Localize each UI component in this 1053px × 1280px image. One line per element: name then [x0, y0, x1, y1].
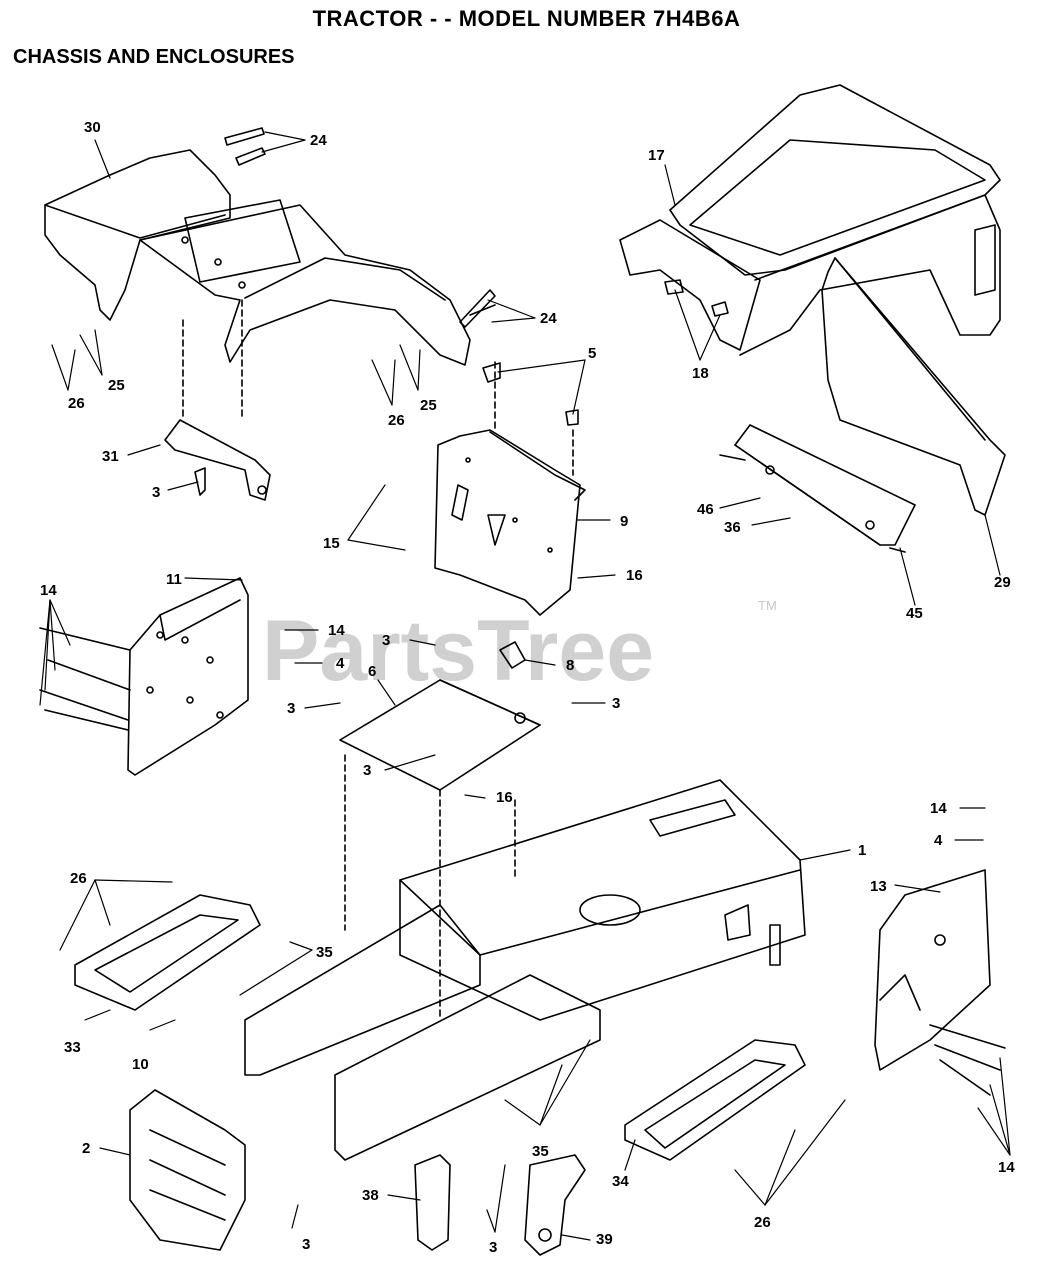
callout-14-right-top: 14 — [930, 800, 947, 817]
callout-26-footrest-left: 26 — [70, 870, 87, 887]
callout-11: 11 — [166, 571, 182, 588]
callout-38: 38 — [362, 1187, 379, 1204]
callout-5: 5 — [588, 345, 596, 362]
callout-39: 39 — [596, 1231, 613, 1248]
part-dash-panel-29 — [821, 257, 1006, 516]
part-bracket-2 — [129, 1089, 246, 1251]
callout-8: 8 — [566, 657, 574, 674]
callout-14-mid: 14 — [328, 622, 345, 639]
callout-14-left: 14 — [40, 582, 57, 599]
callout-13: 13 — [870, 878, 887, 895]
callout-16-a: 16 — [626, 567, 643, 584]
watermark-text: PartsTree — [262, 603, 654, 699]
part-panel-11 — [39, 577, 249, 776]
callout-1: 1 — [858, 842, 866, 859]
part-bracket-38 — [414, 1154, 451, 1251]
callout-10: 10 — [132, 1056, 149, 1073]
callout-18: 18 — [692, 365, 709, 382]
part-rear-fender — [44, 149, 471, 421]
callout-33: 33 — [64, 1039, 81, 1056]
callout-3-a: 3 — [152, 484, 160, 501]
callout-26-mid: 26 — [388, 412, 405, 429]
callout-45: 45 — [906, 605, 923, 622]
callout-34: 34 — [612, 1173, 629, 1190]
callout-3-d: 3 — [612, 695, 620, 712]
diagram-title: TRACTOR - - MODEL NUMBER 7H4B6A — [312, 6, 741, 31]
callout-2: 2 — [82, 1140, 90, 1157]
part-bracket-45 — [719, 424, 916, 553]
callout-15: 15 — [323, 535, 340, 552]
part-footrest-34 — [624, 1039, 806, 1161]
part-bracket-39 — [524, 1154, 586, 1256]
leader-lines — [39, 131, 1011, 1241]
callout-24-mid: 24 — [540, 310, 557, 327]
callout-14-right-bottom: 14 — [998, 1159, 1015, 1176]
callout-35-a: 35 — [316, 944, 333, 961]
part-footrest-33 — [74, 894, 261, 1011]
callout-4-b: 4 — [934, 832, 943, 849]
watermark-trademark: TM — [758, 598, 777, 613]
callout-9: 9 — [620, 513, 628, 530]
callout-29: 29 — [994, 574, 1011, 591]
diagram-subtitle: CHASSIS AND ENCLOSURES — [13, 46, 295, 68]
callout-26-left: 26 — [68, 395, 85, 412]
callout-6: 6 — [368, 663, 376, 680]
part-frame-1 — [244, 754, 806, 1161]
callout-3-b: 3 — [382, 632, 390, 649]
callout-35-b: 35 — [532, 1143, 549, 1160]
callout-31: 31 — [102, 448, 119, 465]
part-bracket-31 — [164, 419, 271, 501]
callout-24-top: 24 — [310, 132, 327, 149]
callout-3-c: 3 — [287, 700, 295, 717]
callout-25-mid: 25 — [420, 397, 437, 414]
callout-3-e: 3 — [363, 762, 371, 779]
callout-36: 36 — [724, 519, 741, 536]
callout-3-f: 3 — [302, 1236, 310, 1253]
callout-46: 46 — [697, 501, 714, 518]
callout-17: 17 — [648, 147, 665, 164]
part-hood-17 — [619, 84, 1001, 356]
part-screws-24 — [224, 127, 496, 328]
callout-25-left: 25 — [108, 377, 125, 394]
callout-3-g: 3 — [489, 1239, 497, 1256]
part-panel-13 — [874, 869, 1006, 1096]
part-plate-6 — [339, 679, 541, 791]
callout-4-a: 4 — [336, 655, 345, 672]
callout-30: 30 — [84, 119, 101, 136]
callout-26-footrest-right: 26 — [754, 1214, 771, 1231]
callout-16-b: 16 — [496, 789, 513, 806]
part-support-9 — [434, 361, 586, 616]
